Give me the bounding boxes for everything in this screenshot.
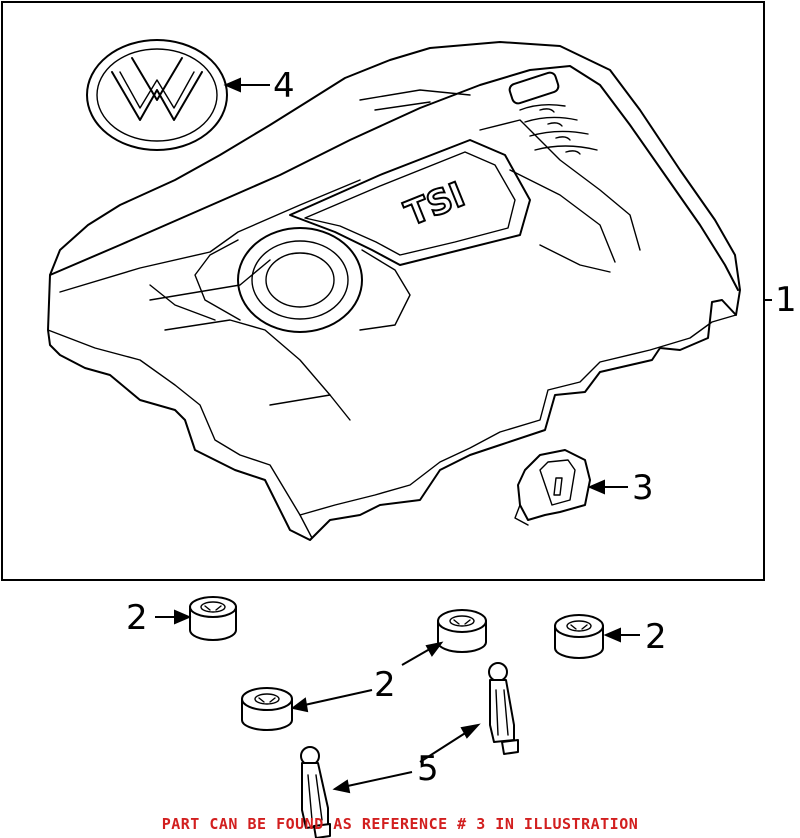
grommet[interactable] (189, 596, 237, 641)
engine-cover[interactable] (47, 41, 741, 541)
ball-stud[interactable] (300, 746, 331, 838)
grommet[interactable] (554, 614, 604, 659)
assembly-frame (1, 1, 765, 581)
grommet[interactable] (437, 609, 487, 653)
vw-emblem[interactable] (86, 39, 228, 151)
leader-lines (155, 77, 772, 794)
callout-1: 1 (775, 280, 797, 320)
callout-2: 2 (645, 617, 667, 657)
callout-4: 4 (273, 66, 295, 106)
callout-2: 2 (126, 598, 148, 638)
footer-note: PART CAN BE FOUND AS REFERENCE # 3 IN IL… (162, 815, 639, 833)
cover-clip[interactable] (514, 449, 591, 526)
ball-stud[interactable] (488, 662, 519, 755)
grommet[interactable] (241, 687, 293, 731)
callout-5: 5 (417, 749, 439, 789)
callout-2: 2 (374, 665, 396, 705)
callout-3: 3 (632, 468, 654, 508)
